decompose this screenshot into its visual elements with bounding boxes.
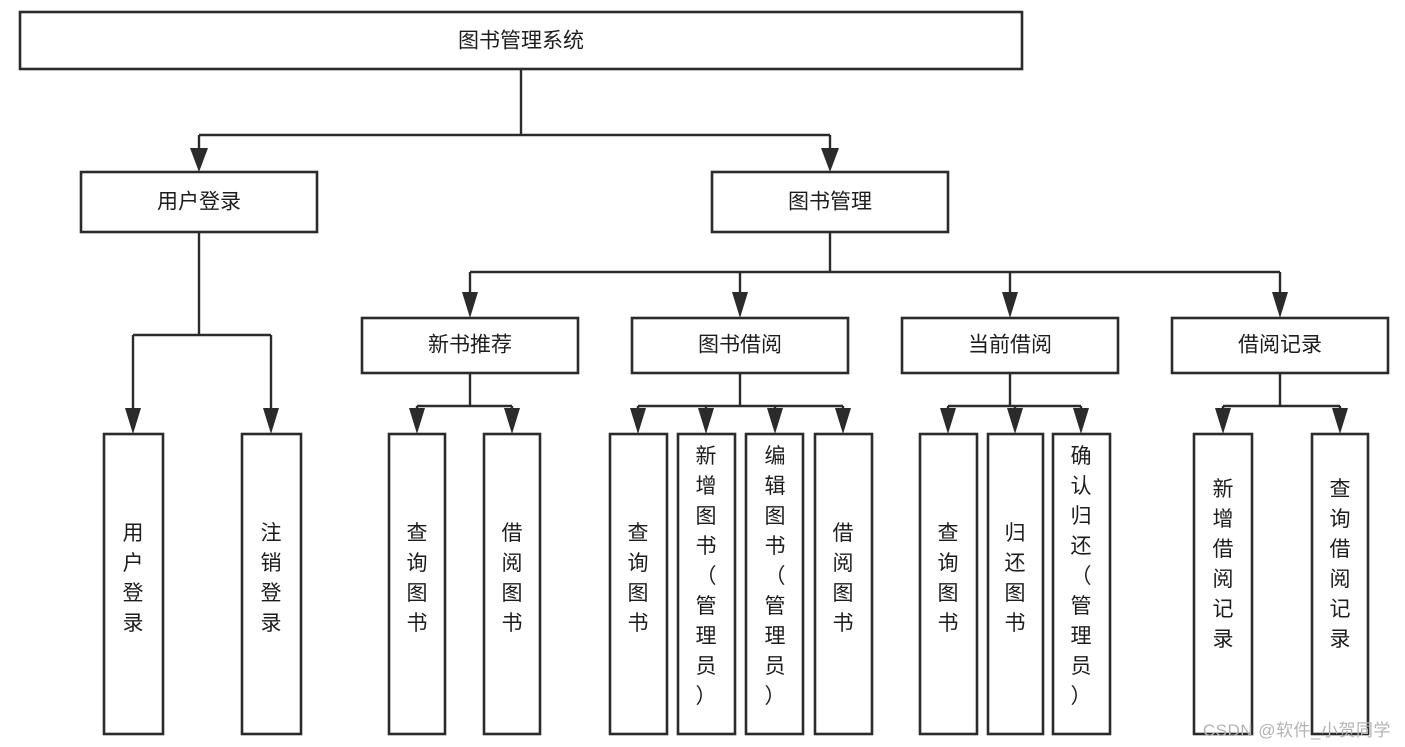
node-borrow-record-label: 借阅记录 — [1238, 334, 1322, 357]
node-leaf-query-book-rec-box[interactable] — [387, 432, 447, 736]
arrow-head-leaf-query-book-borrow — [630, 408, 646, 434]
arrow-head-book-manage — [821, 148, 839, 172]
connector-borrow-record-to-leaves — [1215, 373, 1348, 434]
arrow-head-new-book-recommend — [462, 292, 478, 318]
node-leaf-confirm-return[interactable]: 确认归还（管理员） — [1051, 432, 1112, 736]
node-borrow-record[interactable]: 借阅记录 — [1170, 316, 1390, 375]
arrow-head-leaf-query-record — [1332, 408, 1348, 434]
node-leaf-borrow-book-rec-box[interactable] — [482, 432, 542, 736]
node-book-manage-box[interactable] — [710, 170, 950, 234]
node-book-borrow[interactable]: 图书借阅 — [630, 316, 850, 375]
node-leaf-query-book-borrow-label: 查询图书 — [628, 522, 649, 635]
node-current-borrow[interactable]: 当前借阅 — [900, 316, 1120, 375]
arrow-head-leaf-add-record — [1215, 408, 1231, 434]
node-borrow-record-box[interactable] — [1170, 316, 1390, 375]
node-leaf-query-book-borrow[interactable]: 查询图书 — [608, 432, 669, 736]
arrow-head-leaf-edit-book — [767, 408, 783, 434]
node-leaf-query-book-borrow-box[interactable] — [608, 432, 669, 736]
node-leaf-user-login-label: 用户登录 — [123, 522, 144, 635]
node-leaf-user-login[interactable]: 用户登录 — [102, 432, 165, 736]
node-leaf-query-book-cur-label: 查询图书 — [938, 522, 959, 635]
arrow-head-leaf-user-logout — [263, 408, 279, 434]
node-user-login-label: 用户登录 — [157, 191, 241, 214]
node-leaf-borrow-book-rec[interactable]: 借阅图书 — [482, 432, 542, 736]
node-leaf-query-book-rec-label: 查询图书 — [407, 522, 428, 635]
node-leaf-add-record-box[interactable] — [1192, 432, 1254, 736]
node-leaf-add-record-label: 新增借阅记录 — [1213, 478, 1234, 651]
node-leaf-borrow-book-rec-label: 借阅图书 — [502, 522, 523, 635]
node-user-login[interactable]: 用户登录 — [79, 170, 319, 234]
node-leaf-user-logout-box[interactable] — [240, 432, 303, 736]
node-leaf-edit-book-box[interactable] — [744, 432, 805, 736]
node-leaf-return-book[interactable]: 归还图书 — [986, 432, 1045, 736]
node-leaf-add-book[interactable]: 新增图书（管理员） — [676, 432, 737, 736]
node-leaf-user-login-box[interactable] — [102, 432, 165, 736]
node-leaf-query-book-cur[interactable]: 查询图书 — [918, 432, 979, 736]
node-leaf-user-logout[interactable]: 注销登录 — [240, 432, 303, 736]
node-leaf-add-record[interactable]: 新增借阅记录 — [1192, 432, 1254, 736]
node-root-label: 图书管理系统 — [458, 30, 584, 53]
arrow-head-leaf-query-book-cur — [940, 408, 956, 434]
node-leaf-edit-book[interactable]: 编辑图书（管理员） — [744, 432, 805, 736]
node-new-book-recommend-box[interactable] — [360, 316, 580, 375]
node-new-book-recommend-label: 新书推荐 — [428, 334, 512, 357]
arrow-head-leaf-borrow-book — [835, 408, 851, 434]
arrow-head-leaf-user-login — [125, 408, 141, 434]
node-root[interactable]: 图书管理系统 — [18, 10, 1024, 71]
node-leaf-add-book-box[interactable] — [676, 432, 737, 736]
arrow-head-leaf-add-book — [698, 408, 714, 434]
node-leaf-query-record-label: 查询借阅记录 — [1330, 478, 1351, 651]
connector-current-borrow-to-leaves — [940, 373, 1089, 434]
node-leaf-borrow-book[interactable]: 借阅图书 — [813, 432, 874, 736]
node-leaf-confirm-return-label: 确认归还（管理员） — [1071, 445, 1092, 708]
node-book-manage[interactable]: 图书管理 — [710, 170, 950, 234]
node-book-borrow-label: 图书借阅 — [698, 334, 782, 357]
arrow-head-book-borrow — [732, 292, 748, 318]
node-leaf-return-book-box[interactable] — [986, 432, 1045, 736]
arrow-head-leaf-borrow-book-rec — [504, 408, 520, 434]
node-current-borrow-box[interactable] — [900, 316, 1120, 375]
node-book-manage-label: 图书管理 — [788, 191, 872, 214]
connector-book-manage-to-level2 — [462, 232, 1288, 318]
node-leaf-add-book-label: 新增图书（管理员） — [696, 445, 717, 708]
node-leaf-user-logout-label: 注销登录 — [261, 522, 282, 635]
node-root-box[interactable] — [18, 10, 1024, 71]
arrow-head-current-borrow — [1002, 292, 1018, 318]
node-current-borrow-label: 当前借阅 — [968, 334, 1052, 357]
arrow-head-leaf-confirm-return — [1073, 408, 1089, 434]
node-leaf-edit-book-label: 编辑图书（管理员） — [765, 445, 786, 708]
node-leaf-query-book-cur-box[interactable] — [918, 432, 979, 736]
node-leaf-return-book-label: 归还图书 — [1005, 522, 1026, 635]
arrow-head-user-login — [190, 148, 208, 172]
node-leaf-borrow-book-box[interactable] — [813, 432, 874, 736]
arrow-head-leaf-return-book — [1007, 408, 1023, 434]
node-new-book-recommend[interactable]: 新书推荐 — [360, 316, 580, 375]
csdn-watermark: CSDN @软件_小贺同学 — [1202, 721, 1391, 740]
node-leaf-borrow-book-label: 借阅图书 — [833, 522, 854, 635]
arrow-head-leaf-query-book-rec — [409, 408, 425, 434]
arrow-head-borrow-record — [1272, 292, 1288, 318]
connector-root-to-level1 — [190, 69, 839, 172]
connector-user-login-to-leaves — [125, 232, 279, 434]
node-leaf-query-book-rec[interactable]: 查询图书 — [387, 432, 447, 736]
connector-layer — [125, 69, 1348, 434]
node-leaf-confirm-return-box[interactable] — [1051, 432, 1112, 736]
node-book-borrow-box[interactable] — [630, 316, 850, 375]
node-leaf-query-record[interactable]: 查询借阅记录 — [1310, 432, 1370, 736]
connector-new-book-recommend-to-leaves — [409, 373, 520, 434]
connector-book-borrow-to-leaves — [630, 373, 851, 434]
node-leaf-query-record-box[interactable] — [1310, 432, 1370, 736]
node-user-login-box[interactable] — [79, 170, 319, 234]
